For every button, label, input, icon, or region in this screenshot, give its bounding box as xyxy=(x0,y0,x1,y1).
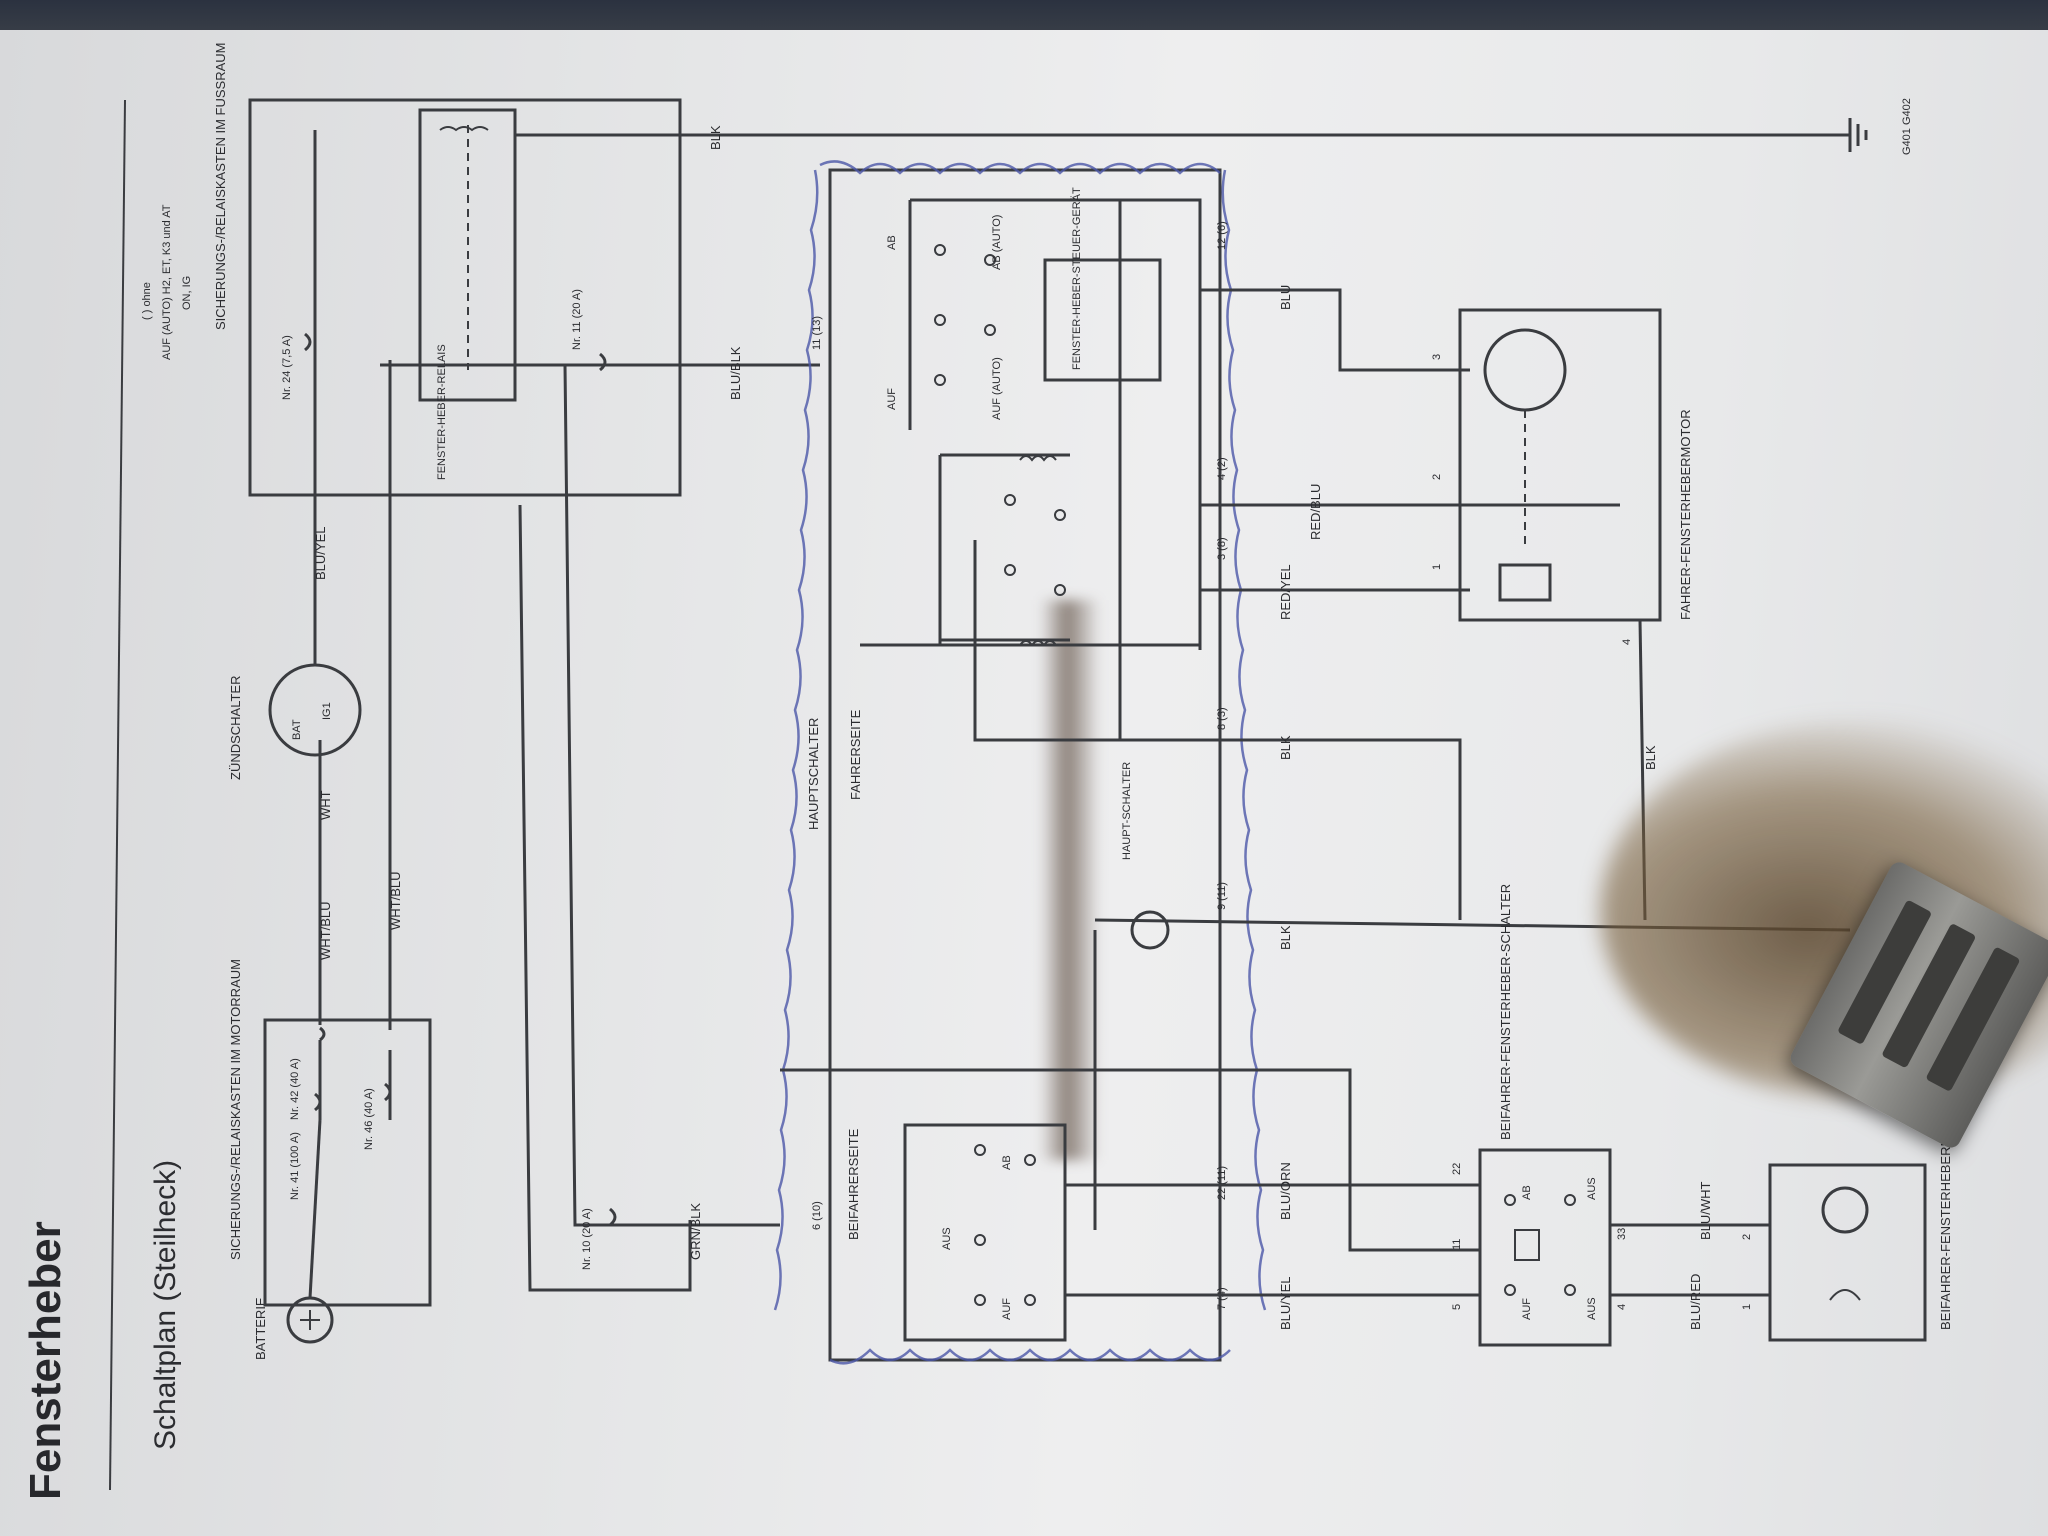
driver-ab-auto-label: AB (AUTO) xyxy=(991,215,1003,270)
ign-note: ON, IG xyxy=(181,276,193,310)
motor-pin-3: 3 xyxy=(1431,354,1443,360)
ground-label: G401 G402 xyxy=(1901,98,1913,155)
driver-auf-label: AUF xyxy=(886,388,898,410)
main-switch-housing: HAUPTSCHALTER FAHRERSEITE BEIFAHRERSEITE xyxy=(773,160,1267,1365)
engine-fusebox: SICHERUNGS-/RELAISKASTEN IM MOTORRAUM Nr… xyxy=(228,959,432,1307)
wire-blk2-label: BLK xyxy=(1278,735,1293,760)
title-rule xyxy=(109,99,126,1491)
pswitch-pin-4: 4 xyxy=(1616,1304,1628,1310)
cabin-fusebox-label: SICHERUNGS-/RELAISKASTEN IM FUSSRAUM xyxy=(213,43,228,331)
wire-blu-blk-label: BLU/BLK xyxy=(728,346,743,400)
passenger-switch-block: AUS AB AUF xyxy=(903,1123,1067,1342)
engine-fusebox-label: SICHERUNGS-/RELAISKASTEN IM MOTORRAUM xyxy=(228,959,243,1260)
passenger-auf-label: AUF xyxy=(1001,1298,1013,1320)
fuse-46-label: Nr. 46 (40 A) xyxy=(363,1088,375,1150)
pmotor-pin-2: 2 xyxy=(1741,1234,1753,1240)
document-title: Fensterheber xyxy=(21,1221,70,1500)
wire-passenger-feed xyxy=(780,1068,1480,1252)
battery-label: BATTERIE xyxy=(253,1297,268,1360)
wire-blu-yel2-label: BLU/YEL xyxy=(1278,1277,1293,1330)
driver-motor-label: FAHRER-FENSTERHEBERMOTOR xyxy=(1678,409,1693,620)
passenger-window-motor: 2 1 BEIFAHRER-FENSTERHEBERMOTOR xyxy=(1741,1098,1953,1342)
wire-blu-yel-label: BLU/YEL xyxy=(313,527,328,580)
passenger-aus-label: AUS xyxy=(941,1227,953,1250)
wire-grn-blk-label: GRN/BLK xyxy=(688,1203,703,1260)
wire-wht-blu2-label: WHT/BLU xyxy=(388,872,403,931)
motor-pin-4: 4 xyxy=(1621,639,1633,645)
battery: BATTERIE xyxy=(253,1296,334,1360)
passenger-side-label: BEIFAHRERSEITE xyxy=(846,1128,861,1240)
fuse10-feed-wire xyxy=(563,364,780,1227)
passenger-ab-label: AB xyxy=(1001,1155,1013,1170)
pmotor-pin-1: 1 xyxy=(1741,1304,1753,1310)
pin-6-10: 6 (10) xyxy=(811,1201,823,1230)
pin-3-8: 3 (8) xyxy=(1216,537,1228,560)
wire-blu-orn-label: BLU/ORN xyxy=(1278,1162,1293,1220)
wire-wht-label: WHT xyxy=(318,790,333,820)
auf-note: AUF (AUTO) H2, ET, K3 und AT xyxy=(161,204,173,360)
pswitch-aus1-label: AUS xyxy=(1586,1177,1598,1200)
wire-wht-blu-label: WHT/BLU xyxy=(318,902,333,961)
fuse-loop-wire xyxy=(518,504,692,1292)
pin-8-3: 8 (3) xyxy=(1216,707,1228,730)
driver-side-label: FAHRERSEITE xyxy=(848,709,863,800)
fuse-42-label: Nr. 42 (40 A) xyxy=(289,1058,301,1120)
passenger-motor-label: BEIFAHRER-FENSTERHEBERMOTOR xyxy=(1938,1098,1953,1330)
wire-blu-wht-label: BLU/WHT xyxy=(1698,1181,1713,1240)
main-switch-label: HAUPTSCHALTER xyxy=(806,718,821,830)
pswitch-pin-22: 22 xyxy=(1451,1163,1463,1175)
wire-blk2 xyxy=(975,738,1462,920)
wire-blu xyxy=(1200,288,1470,372)
control-unit-label: FENSTER-HEBER-STEUER-GERÄT xyxy=(1071,187,1083,370)
main-switch-contact: HAUPT-SCHALTER xyxy=(1121,762,1170,950)
pswitch-aus2-label: AUS xyxy=(1586,1297,1598,1320)
relay-label: FENSTER-HEBER-RELAIS xyxy=(436,344,448,480)
battery-wire xyxy=(308,1119,322,1299)
ignition-ig1-label: IG1 xyxy=(321,702,333,720)
wire-blk-label: BLK xyxy=(708,125,723,150)
ground-symbol: G401 G402 xyxy=(1848,98,1913,155)
pin-4-2: 4 (2) xyxy=(1216,457,1228,480)
pswitch-pin-11: 11 xyxy=(1451,1239,1463,1250)
passenger-window-switch: AB AUF AUS AUS 22 11 5 33 4 BEIFAHRER-FE… xyxy=(1451,884,1628,1347)
driver-auf-auto-label: AUF (AUTO) xyxy=(991,357,1003,420)
pin-12-6: 12 (6) xyxy=(1216,221,1228,250)
main-switch-contact-label: HAUPT-SCHALTER xyxy=(1121,762,1133,860)
ignition-bat-label: BAT xyxy=(291,719,303,740)
pswitch-pin-5: 5 xyxy=(1451,1304,1463,1310)
pswitch-auf-label: AUF xyxy=(1521,1298,1533,1320)
motor-pin-1: 1 xyxy=(1431,564,1443,570)
driver-switch-block: AB AB (AUTO) AUF AUF (AUTO) FENSTER-HEBE… xyxy=(886,187,1202,650)
mode-note: ( ) ohne xyxy=(141,282,153,320)
fold-shadow xyxy=(1040,600,1100,1160)
wire-blk3-label: BLK xyxy=(1278,925,1293,950)
fuse-24-label: Nr. 24 (7,5 A) xyxy=(281,335,293,400)
fuse-10-label: Nr. 10 (20 A) xyxy=(581,1208,593,1270)
pswitch-pin-33: 33 xyxy=(1616,1228,1628,1240)
document-subtitle: Schaltplan (Steilheck) xyxy=(149,1160,182,1450)
wire-blu-red-label: BLU/RED xyxy=(1688,1274,1703,1330)
cabin-fusebox: SICHERUNGS-/RELAISKASTEN IM FUSSRAUM AUF… xyxy=(141,43,682,497)
pswitch-ab-label: AB xyxy=(1521,1185,1533,1200)
driver-window-motor: 3 2 1 4 FAHRER-FENSTERHEBERMOTOR xyxy=(1431,308,1693,645)
pin-22-11: 22 (11) xyxy=(1216,1166,1228,1200)
wire-red-yel-label: RED/YEL xyxy=(1278,564,1293,620)
fuse-11-label: Nr. 11 (20 A) xyxy=(571,289,583,350)
driver-ab-label: AB xyxy=(886,235,898,250)
driver-relays xyxy=(860,200,1200,742)
passenger-switch-label: BEIFAHRER-FENSTERHEBER-SCHALTER xyxy=(1498,884,1513,1140)
fuse-10-symbol xyxy=(609,1207,617,1227)
wire-blk4-label: BLK xyxy=(1643,745,1658,770)
wire-red-blu-label: RED/BLU xyxy=(1308,484,1323,540)
fuse-41-label: Nr. 41 (100 A) xyxy=(289,1132,301,1200)
pin-7-4: 7 (4) xyxy=(1216,1287,1228,1310)
wire-blu-label: BLU xyxy=(1278,285,1293,310)
motor-pin-2: 2 xyxy=(1431,474,1443,480)
ignition-switch-label: ZÜNDSCHALTER xyxy=(228,676,243,781)
pin-11-13: 11 (13) xyxy=(811,316,823,350)
ignition-switch: BAT IG1 ZÜNDSCHALTER xyxy=(228,663,362,781)
pin-9-11: 9 (11) xyxy=(1216,882,1228,910)
